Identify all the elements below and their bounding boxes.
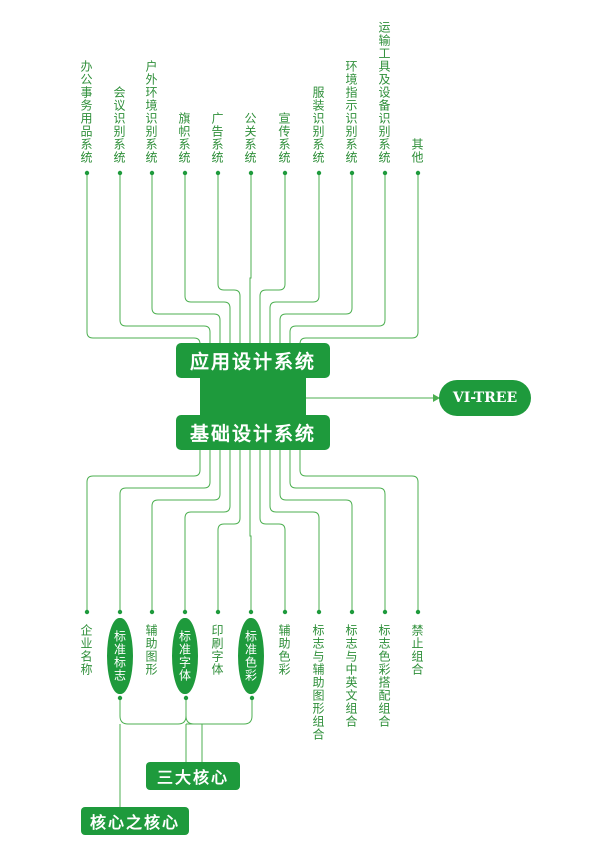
base-branch-line [86,450,201,612]
basic-item-label: 辅助图形 [144,624,158,676]
app-branch-dot [415,170,421,176]
core-item-oval: 标准标志 [107,618,133,694]
base-branch-dot [182,609,188,615]
system-connector-block [200,376,306,418]
app-branch-dot [215,170,221,176]
app-branch-dot [149,170,155,176]
base-branch-line [184,450,231,612]
application-item-label: 宣传系统 [277,112,291,164]
basic-item-label: 标志与中英文组合 [344,624,358,728]
base-branch-line [259,450,286,612]
base-branch-dot [117,609,123,615]
app-branch-line [217,173,241,343]
basic-item-label: 企业名称 [79,624,93,676]
app-branch-line [86,173,201,345]
app-branch-dot [349,170,355,176]
base-branch-line [119,450,211,612]
app-branch-line [259,173,286,343]
basic-item-label: 印刷字体 [210,624,224,676]
basic-item-label: 标志与辅助图形组合 [311,624,325,741]
app-branch-line [279,173,353,343]
app-branch-line [151,173,221,343]
base-branch-line [269,450,320,612]
three-core-box: 三大核心 [146,762,240,790]
base-branch-dot [282,609,288,615]
core-item-oval: 标准字体 [172,618,198,694]
base-branch-dot [316,609,322,615]
base-branch-line [249,450,252,612]
base-branch-line [279,450,353,612]
app-branch-dot [182,170,188,176]
base-branch-line [217,450,241,612]
basic-system-box: 基础设计系统 [176,415,330,450]
base-branch-dot [382,609,388,615]
app-branch-dot [316,170,322,176]
basic-item-label: 标志色彩搭配组合 [377,624,391,728]
app-branch-dot [117,170,123,176]
application-item-label: 环境指示识别系统 [344,60,358,164]
app-branch-dot [84,170,90,176]
base-branch-dot [84,609,90,615]
base-branch-dot [248,609,254,615]
application-item-label: 运输工具及设备识别系统 [377,21,391,164]
core-dot-3 [249,695,255,701]
application-item-label: 户外环境识别系统 [144,60,158,164]
core-link-left [119,696,187,725]
app-branch-line [119,173,211,343]
base-branch-dot [215,609,221,615]
base-branch-dot [349,609,355,615]
basic-item-label: 辅助色彩 [277,624,291,676]
app-branch-line [249,173,252,343]
base-branch-dot [415,609,421,615]
application-item-label: 服装识别系统 [311,86,325,164]
base-branch-line [151,450,221,612]
application-item-label: 旗帜系统 [177,112,191,164]
core-dot-1 [117,695,123,701]
basic-item-label: 禁止组合 [410,624,424,676]
core-dot-2 [183,695,189,701]
app-branch-line [299,173,419,345]
app-branch-line [184,173,231,343]
base-branch-dot [149,609,155,615]
application-item-label: 其他 [410,138,424,164]
app-branch-line [289,173,386,343]
app-branch-line [269,173,320,343]
vi-tree-pill: VI-TREE [439,380,531,416]
vi-tree-arrow-head [433,394,440,402]
core-link-right [185,696,253,725]
core-of-core-box: 核心之核心 [81,807,189,835]
core-item-oval: 标准色彩 [238,618,264,694]
application-system-box: 应用设计系统 [176,343,330,378]
application-item-label: 广告系统 [210,112,224,164]
app-branch-dot [382,170,388,176]
base-branch-line [299,450,419,612]
application-item-label: 办公事务用品系统 [79,60,93,164]
app-branch-dot [282,170,288,176]
application-item-label: 会议识别系统 [112,86,126,164]
app-branch-dot [248,170,254,176]
application-item-label: 公关系统 [243,112,257,164]
base-branch-line [289,450,386,612]
